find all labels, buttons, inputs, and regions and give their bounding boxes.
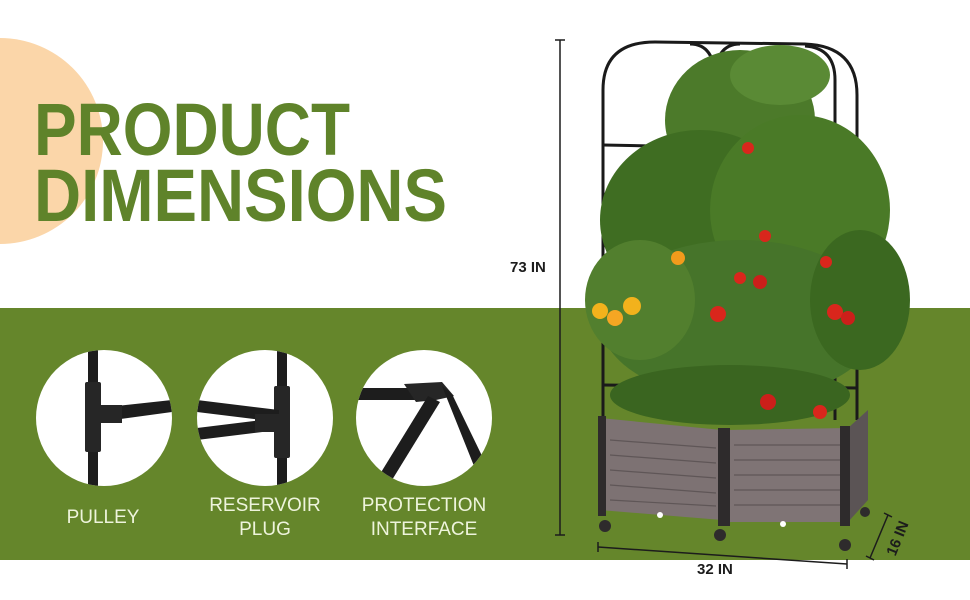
double-t-joint-connector-icon [197, 350, 290, 486]
tomato-foliage [585, 45, 910, 425]
tomatoes [592, 142, 855, 419]
label-line: INTERFACE [370, 519, 478, 540]
label-line: PROTECTION [361, 495, 487, 516]
label-pulley: PULLEY [18, 506, 188, 530]
label-reservoir-plug: RESERVOIR PLUG [180, 494, 350, 542]
detail-protection-interface-image [356, 350, 492, 486]
corner-elbow-connector-icon [356, 382, 484, 480]
width-dimension-label: 32 IN [697, 561, 733, 578]
dimension-lines [555, 39, 893, 569]
detail-reservoir-plug-image [197, 350, 333, 486]
label-protection-interface: PROTECTION INTERFACE [339, 494, 509, 542]
detail-pulley-image [36, 350, 172, 486]
label-line: PULLEY [66, 507, 140, 528]
product-illustration [555, 39, 910, 569]
decorative-peach-circle [0, 38, 103, 244]
planter-boxes [598, 410, 870, 551]
t-joint-connector-icon [85, 350, 172, 486]
height-dimension-label: 73 IN [510, 259, 546, 276]
label-line: RESERVOIR [209, 495, 321, 516]
title-line-1: PRODUCT [34, 88, 350, 171]
page-title: PRODUCT DIMENSIONS [34, 88, 447, 237]
label-line: PLUG [239, 519, 291, 540]
title-line-2: DIMENSIONS [34, 154, 447, 237]
